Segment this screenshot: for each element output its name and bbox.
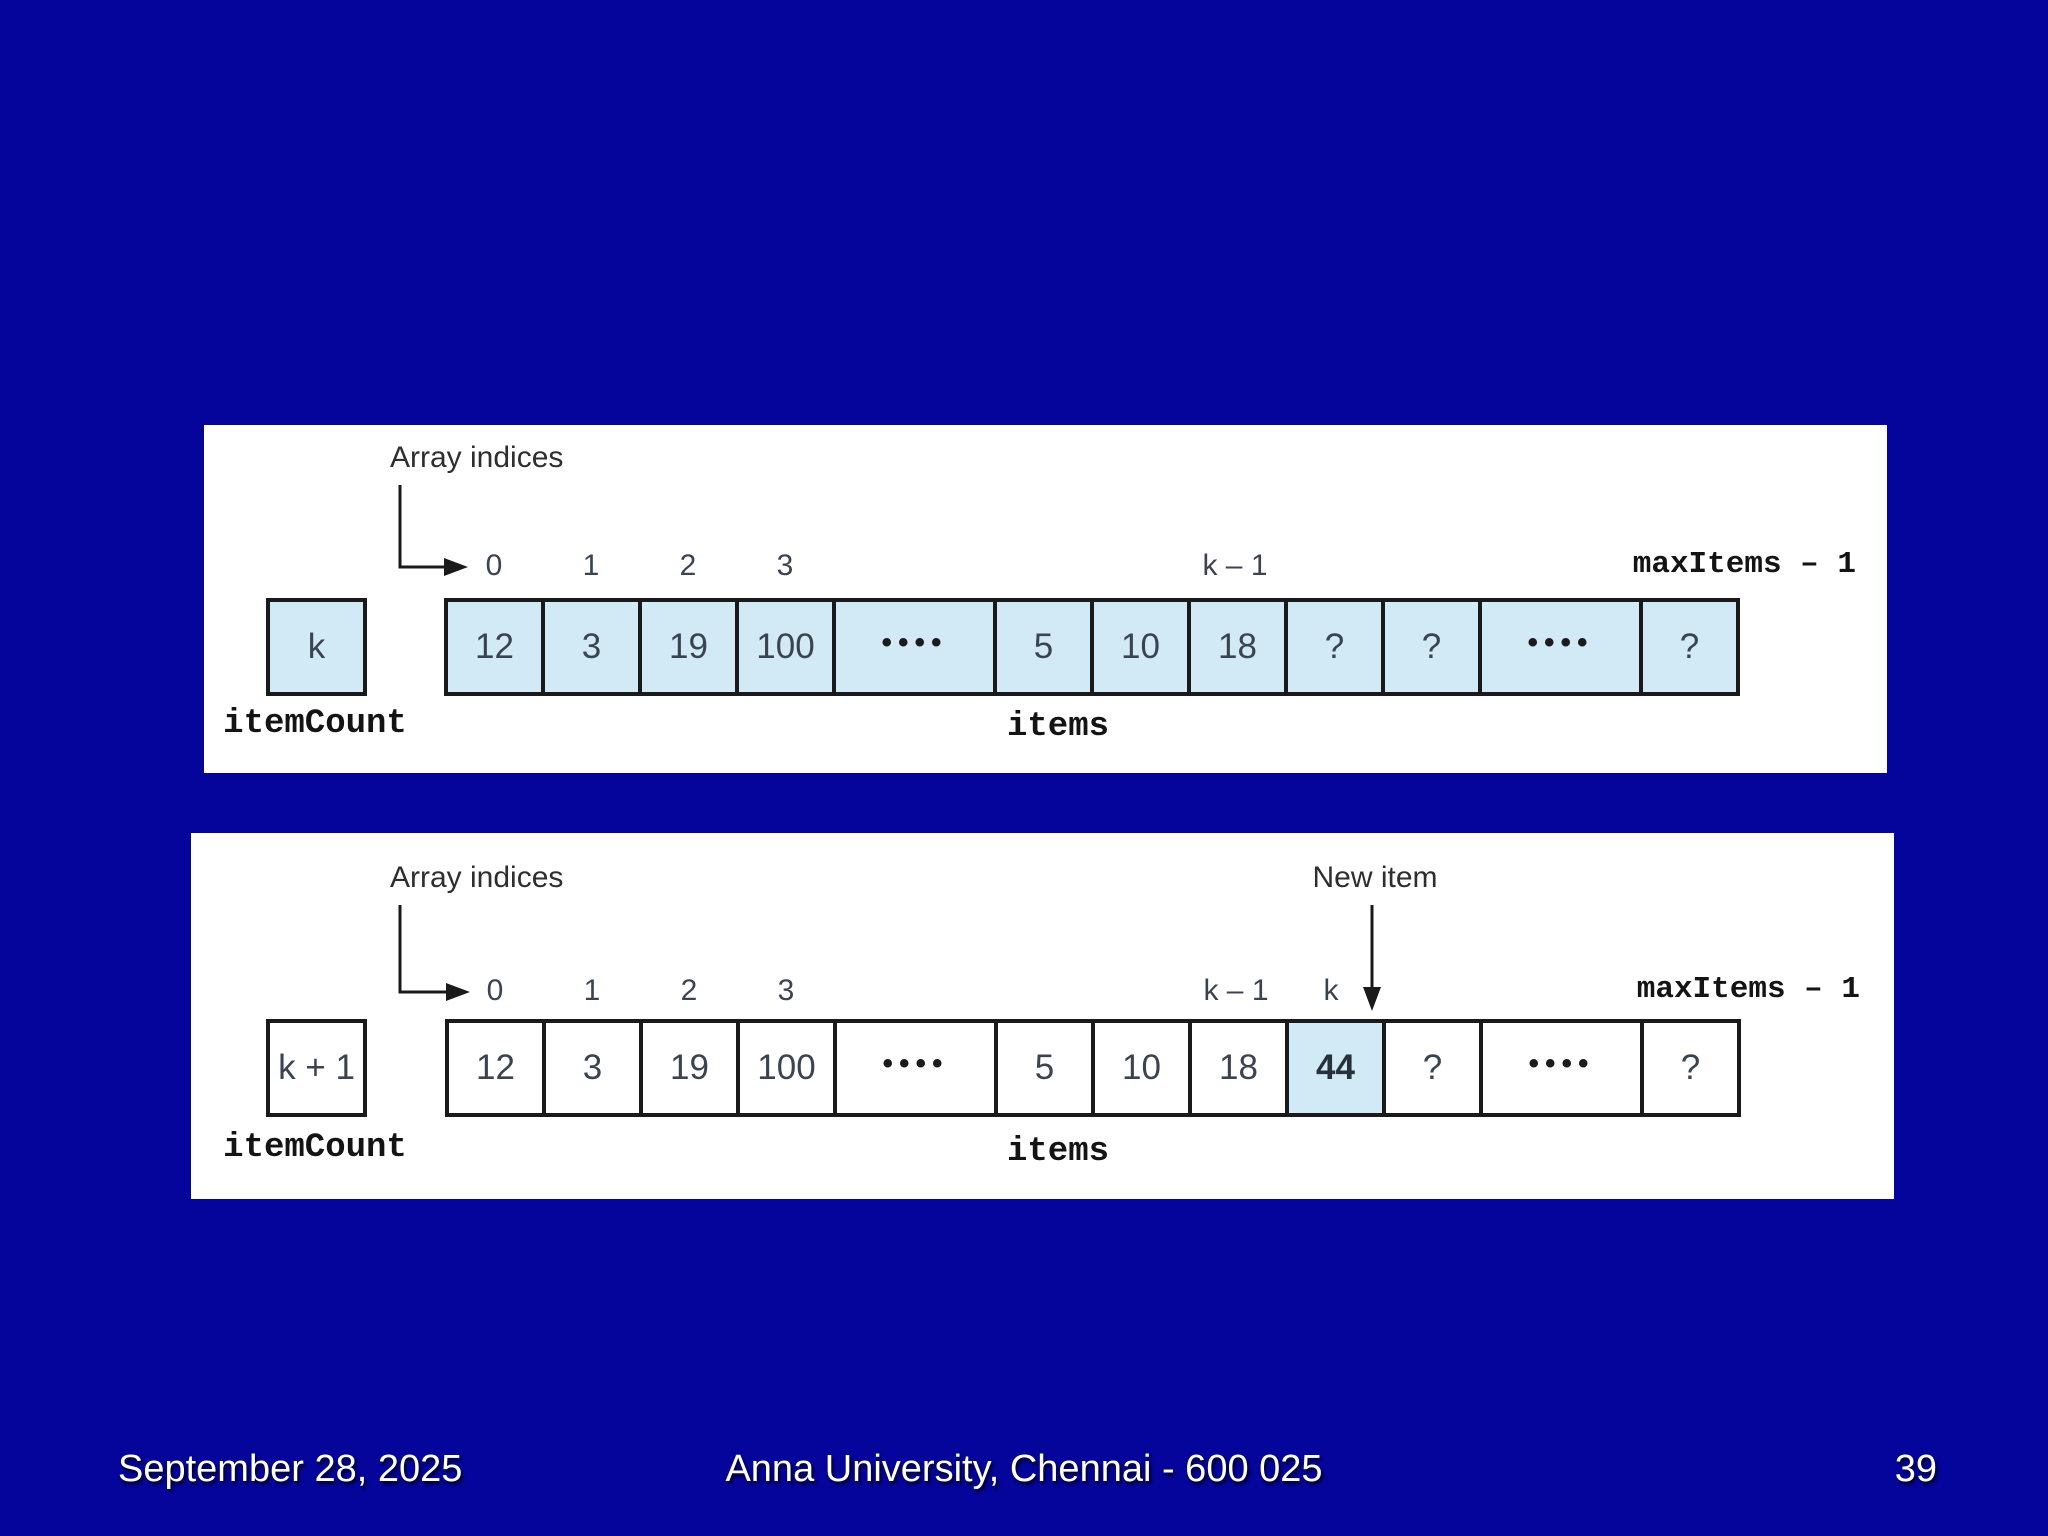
array-cell: 10 <box>1090 598 1191 696</box>
array-cell: 19 <box>639 1019 740 1117</box>
array-cell: ? <box>1640 1019 1741 1117</box>
index-label-1: 1 <box>582 549 600 582</box>
new-item-label: New item <box>1312 861 1438 894</box>
item-count-label: itemCount <box>223 1129 407 1167</box>
index-label-0: 0 <box>486 974 504 1007</box>
down-arrow-icon <box>1363 905 1381 1011</box>
cell-value: 19 <box>670 1048 709 1087</box>
index-label-2: 2 <box>679 549 697 582</box>
array-cell: 100 <box>736 1019 837 1117</box>
item-count-box: k + 1 <box>266 1019 367 1117</box>
item-count-value: k + 1 <box>278 1048 355 1087</box>
index-label-k-minus-1: k – 1 <box>1202 549 1268 582</box>
footer-date: September 28, 2025 <box>118 1448 463 1490</box>
array-cell-ellipsis: •••• <box>832 598 997 696</box>
cell-value: 100 <box>756 627 815 666</box>
index-label-3: 3 <box>777 974 795 1007</box>
cell-value: 10 <box>1122 1048 1161 1087</box>
cell-value: 18 <box>1219 1048 1258 1087</box>
elbow-arrow-icon <box>398 905 470 1001</box>
array-cells-row: 12 3 19 100 •••• 5 10 18?? ••••? <box>444 598 1740 696</box>
cell-value: 5 <box>1034 1048 1055 1087</box>
cell-value: •••• <box>1527 626 1594 659</box>
array-cells-row: 12 3 19 100 •••• 5 10 18 44? ••••? <box>445 1019 1741 1117</box>
item-count-label: itemCount <box>223 705 407 743</box>
cell-value: •••• <box>882 1047 949 1080</box>
index-label-0: 0 <box>485 549 503 582</box>
cell-value: ? <box>1421 627 1442 666</box>
cell-value: 5 <box>1033 627 1054 666</box>
array-cell-ellipsis: •••• <box>1478 598 1643 696</box>
cell-value: 19 <box>669 627 708 666</box>
index-label-1: 1 <box>583 974 601 1007</box>
cell-value: 3 <box>581 627 602 666</box>
array-cell: ? <box>1639 598 1740 696</box>
array-cell: ? <box>1381 598 1482 696</box>
figure-panel-before-insertion: Array indices 0 1 2 3 k – 1 maxItems – 1… <box>204 425 1887 773</box>
cell-value: 44 <box>1316 1048 1355 1087</box>
array-cell-ellipsis: •••• <box>833 1019 998 1117</box>
cell-value: 12 <box>476 1048 515 1087</box>
index-label-max-items: maxItems – 1 <box>1632 547 1856 582</box>
cell-value: 12 <box>475 627 514 666</box>
index-label-2: 2 <box>680 974 698 1007</box>
cell-value: 10 <box>1121 627 1160 666</box>
array-cell: 3 <box>542 1019 643 1117</box>
item-count-value: k <box>307 627 326 666</box>
index-label-max-items: maxItems – 1 <box>1636 972 1860 1007</box>
cell-value: ? <box>1422 1048 1443 1087</box>
cell-value: ? <box>1679 627 1700 666</box>
index-label-k: k <box>1323 974 1339 1007</box>
cell-value: •••• <box>1528 1047 1595 1080</box>
cell-value: ? <box>1324 627 1345 666</box>
array-cell: ? <box>1284 598 1385 696</box>
figure-panel-after-insertion: Array indices New item 0 1 2 3 k – 1 k m… <box>191 833 1894 1199</box>
index-label-k-minus-1: k – 1 <box>1203 974 1269 1007</box>
array-cell-ellipsis: •••• <box>1479 1019 1644 1117</box>
cell-value: 100 <box>757 1048 816 1087</box>
array-cell: 18 <box>1187 598 1288 696</box>
array-indices-label: Array indices <box>390 441 564 474</box>
array-cell: ? <box>1382 1019 1483 1117</box>
cell-value: 3 <box>582 1048 603 1087</box>
item-count-box: k <box>266 598 367 696</box>
items-label: items <box>1006 1133 1110 1171</box>
elbow-arrow-icon <box>398 485 468 576</box>
array-cell: 5 <box>993 598 1094 696</box>
array-cell: 12 <box>444 598 545 696</box>
footer-page-number: 39 <box>1894 1448 1937 1490</box>
array-cell: 44 <box>1285 1019 1386 1117</box>
array-cell: 5 <box>994 1019 1095 1117</box>
array-cell: 12 <box>445 1019 546 1117</box>
array-indices-label: Array indices <box>390 861 564 894</box>
index-label-3: 3 <box>776 549 794 582</box>
array-cell: 10 <box>1091 1019 1192 1117</box>
cell-value: ? <box>1680 1048 1701 1087</box>
footer-institution: Anna University, Chennai - 600 025 <box>725 1448 1323 1490</box>
array-cell: 100 <box>735 598 836 696</box>
array-cell: 3 <box>541 598 642 696</box>
cell-value: •••• <box>881 626 948 659</box>
cell-value: 18 <box>1218 627 1257 666</box>
items-label: items <box>1006 708 1110 746</box>
array-cell: 19 <box>638 598 739 696</box>
array-cell: 18 <box>1188 1019 1289 1117</box>
